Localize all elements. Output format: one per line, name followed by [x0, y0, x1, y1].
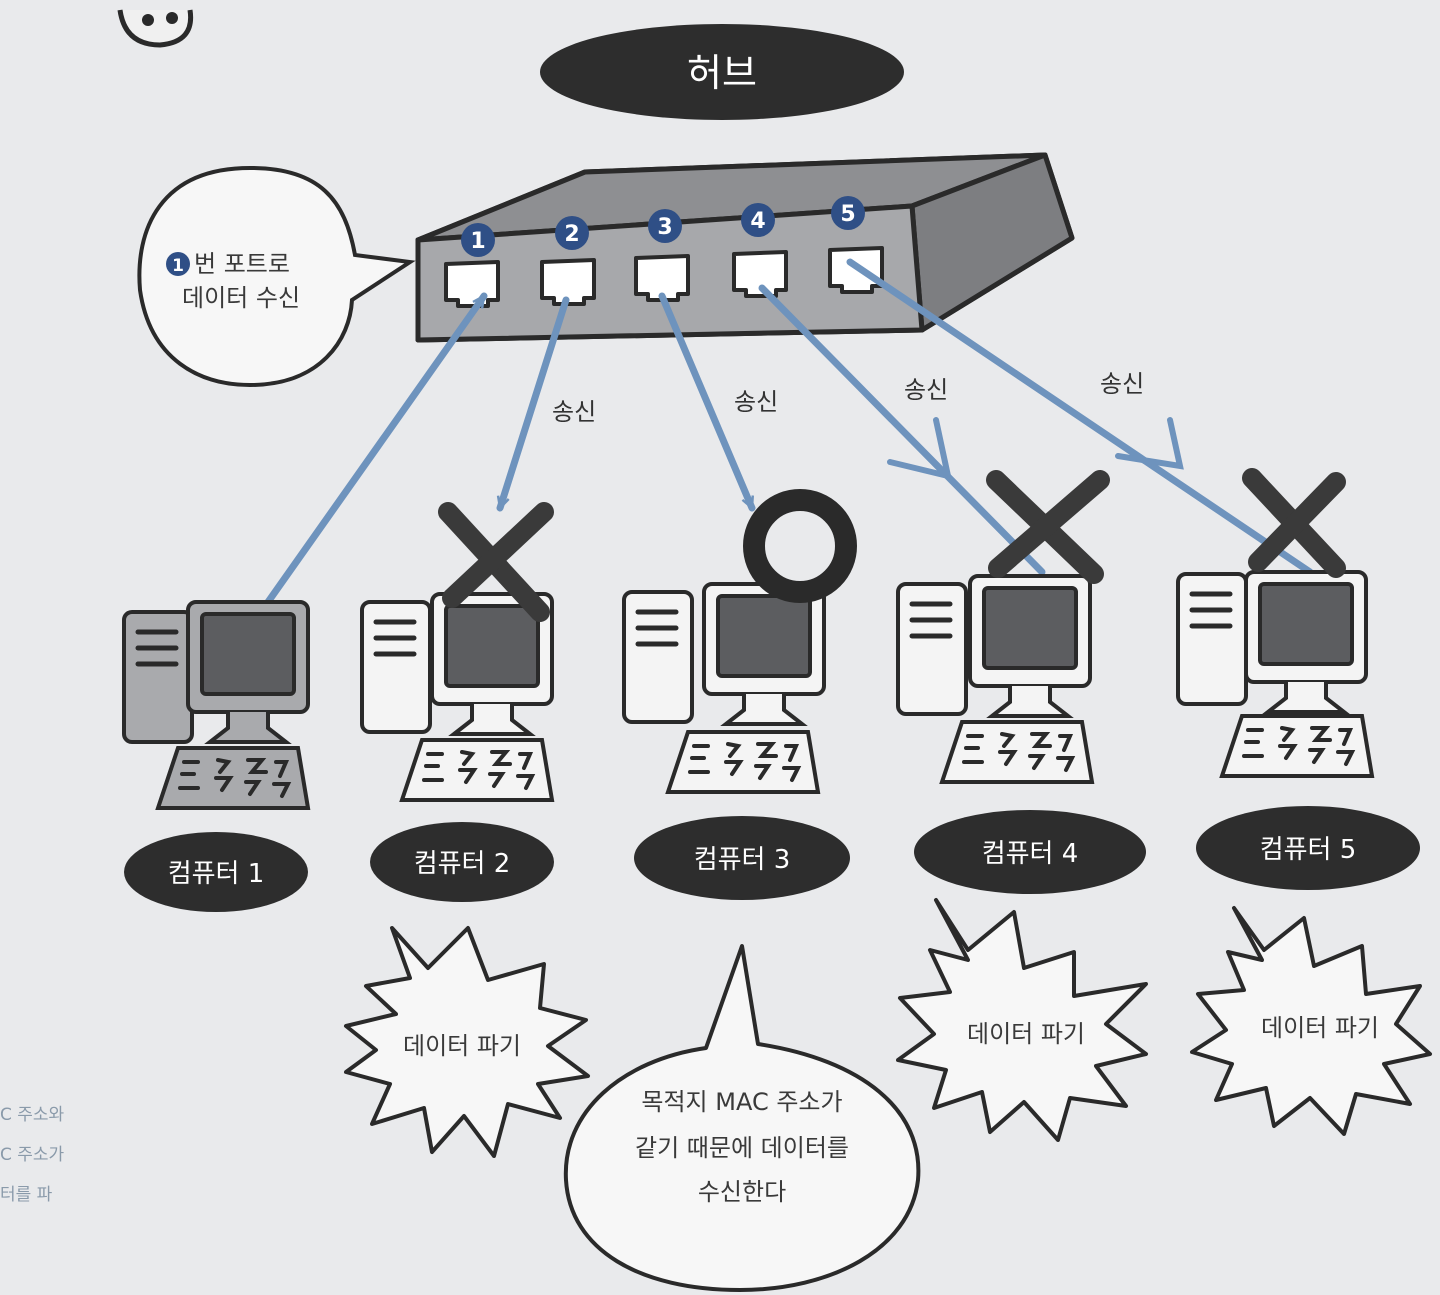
- accept-callout-line-3: 수신한다: [698, 1178, 786, 1206]
- arrow-port4-to-pc4: [758, 284, 1046, 576]
- data-flow-arrows: [264, 258, 1314, 606]
- computer-5: 컴퓨터 5: [1178, 468, 1420, 890]
- discard-burst-4: 데이터 파기: [896, 898, 1148, 1142]
- discard-burst-2: 데이터 파기: [344, 926, 590, 1158]
- reject-x-icon: [438, 502, 554, 622]
- send-label-port3: 송신: [734, 388, 778, 416]
- computer-3: 컴퓨터 3: [624, 489, 857, 900]
- accept-circle-icon: [743, 489, 857, 603]
- discard-burst-5: 데이터 파기: [1190, 906, 1432, 1136]
- hub-device: 1 2 3 4 5: [415, 152, 1075, 343]
- arrow-port2-to-pc2: [496, 296, 570, 512]
- computer-1-label: 컴퓨터 1: [168, 859, 265, 889]
- hub-port-4: 4: [732, 203, 788, 298]
- port-number-3: 3: [657, 215, 672, 240]
- margin-mascot-icon: [117, 9, 194, 48]
- discard-text-2: 데이터 파기: [403, 1032, 521, 1060]
- arrow-pc1-to-port1: [264, 292, 488, 606]
- margin-text-line-2: C 주소가: [0, 1145, 65, 1165]
- arrow-port3-to-pc3: [658, 292, 756, 512]
- send-label-port4: 송신: [904, 376, 948, 404]
- port-number-2: 2: [564, 222, 579, 247]
- reject-x-icon: [1242, 468, 1346, 578]
- reject-x-icon: [986, 470, 1110, 584]
- port-number-5: 5: [840, 202, 855, 227]
- computer-4: 컴퓨터 4: [898, 470, 1146, 894]
- callout-line-2: 데이터 수신: [182, 284, 300, 312]
- hub-port-5: 5: [828, 196, 884, 294]
- computer-1: 컴퓨터 1: [122, 600, 311, 912]
- callout-line-1: 번 포트로: [194, 250, 290, 278]
- send-label-port5: 송신: [1100, 370, 1144, 398]
- hub-port-2: 2: [540, 216, 596, 306]
- accept-callout: 목적지 MAC 주소가 같기 때문에 데이터를 수신한다: [563, 944, 921, 1292]
- computer-3-label: 컴퓨터 3: [694, 845, 791, 875]
- send-label-port2: 송신: [552, 398, 596, 426]
- margin-text-line-3: 터를 파: [0, 1185, 53, 1205]
- discard-text-4: 데이터 파기: [967, 1020, 1085, 1048]
- port-number-1: 1: [470, 229, 485, 254]
- computer-2: 컴퓨터 2: [362, 502, 554, 902]
- margin-text-line-1: C 주소와: [0, 1105, 65, 1125]
- accept-callout-line-1: 목적지 MAC 주소가: [641, 1088, 842, 1116]
- computer-5-label: 컴퓨터 5: [1260, 835, 1357, 865]
- computer-4-label: 컴퓨터 4: [982, 839, 1079, 869]
- receive-callout: 1 번 포트로 데이터 수신: [137, 165, 416, 388]
- discard-text-5: 데이터 파기: [1261, 1014, 1379, 1042]
- hub-port-3: 3: [634, 209, 690, 302]
- computer-2-label: 컴퓨터 2: [414, 849, 511, 879]
- port-number-4: 4: [750, 209, 765, 234]
- page-title: 허브: [687, 51, 757, 95]
- arrow-port5-to-pc5: [846, 258, 1314, 576]
- title-pill: 허브: [540, 24, 904, 120]
- callout-port-badge: 1: [172, 256, 184, 276]
- accept-callout-line-2: 같기 때문에 데이터를: [635, 1134, 849, 1162]
- margin-text: C 주소와 C 주소가 터를 파: [0, 1105, 65, 1205]
